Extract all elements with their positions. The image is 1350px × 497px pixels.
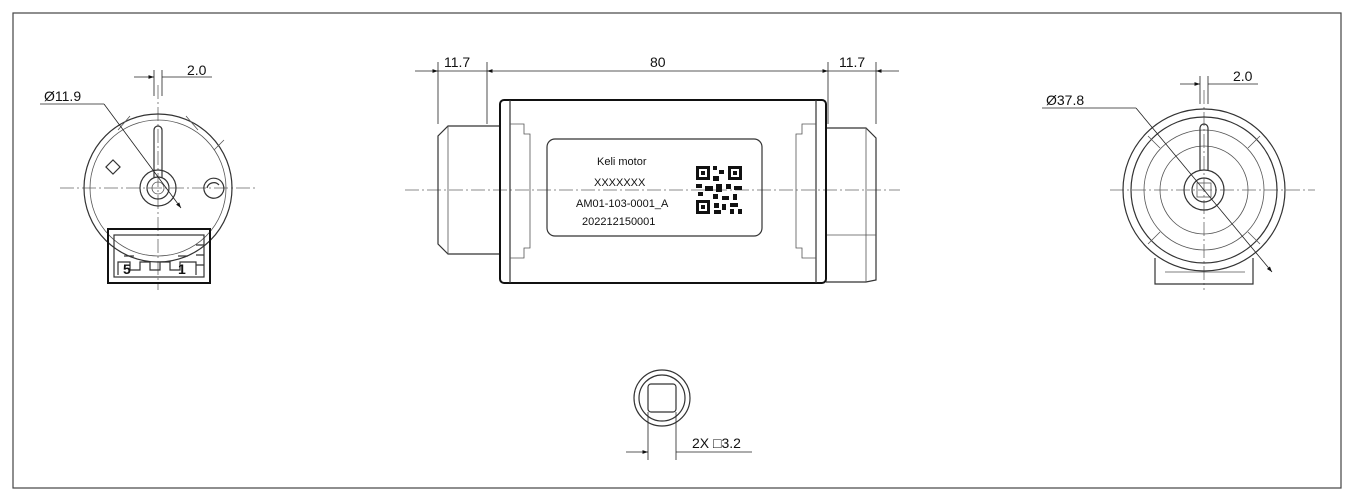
left-diameter-dimension: Ø11.9	[44, 88, 81, 104]
left-extension-dimension: 11.7	[444, 54, 470, 70]
terminal-dimension: 2X □3.2	[692, 435, 741, 451]
connector-pin-first: 5	[123, 261, 131, 277]
label-brand: Keli motor	[597, 156, 647, 168]
right-extension-dimension: 11.7	[839, 54, 865, 70]
left-end-view	[40, 70, 255, 290]
right-pitch-dimension: 2.0	[1233, 68, 1253, 84]
right-diameter-dimension: Ø37.8	[1046, 92, 1084, 108]
side-view	[405, 62, 900, 284]
drawing-border	[12, 12, 1342, 489]
qr-code-icon	[696, 166, 742, 214]
label-line-2: XXXXXXX	[594, 177, 646, 189]
terminal-detail	[626, 369, 752, 460]
label-serial: 202212150001	[582, 216, 655, 228]
connector-pin-last: 1	[178, 261, 186, 277]
label-part-number: AM01-103-0001_A	[576, 198, 669, 210]
right-end-view	[1042, 76, 1315, 290]
body-length-dimension: 80	[650, 54, 666, 70]
left-pitch-dimension: 2.0	[187, 62, 207, 78]
